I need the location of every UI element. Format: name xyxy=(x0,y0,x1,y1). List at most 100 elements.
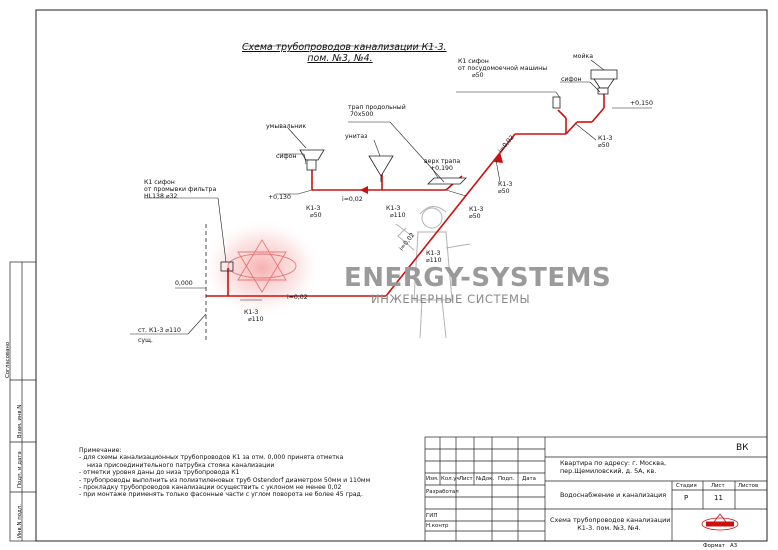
notes-item: - для схемы канализационных трубопроводо… xyxy=(79,454,344,462)
watermark-emblem xyxy=(227,239,297,293)
watermark-title: ENERGY-SYSTEMS xyxy=(344,263,612,293)
washbasin-icon xyxy=(299,149,325,161)
label-k1-3-50-right: К1-3 ⌀50 xyxy=(598,135,613,149)
label-line: ⌀110 xyxy=(248,316,264,323)
label-siphon-washbasin: сифон xyxy=(276,153,297,160)
tb-col-list: Лист xyxy=(459,476,473,482)
label-k1-3-110-upper: К1-3 ⌀110 xyxy=(386,205,406,219)
notes-item: - отметки уровня даны до низа трубопрово… xyxy=(79,469,240,477)
label-line: К1-3 xyxy=(386,205,401,212)
tb-code: ВК xyxy=(736,443,749,453)
label-line: К1-3 xyxy=(598,135,613,142)
label-line: ⌀50 xyxy=(598,142,610,149)
label-line: +0,190 xyxy=(430,165,453,172)
watermark-glow xyxy=(200,218,324,318)
label-line: ⌀50 xyxy=(469,213,481,220)
tb-col-data: Дата xyxy=(522,476,536,482)
label-line: К1-3 xyxy=(244,309,259,316)
side-stamp xyxy=(9,261,37,542)
label-line: К1 сифон xyxy=(458,58,489,65)
label-line: К1-3 xyxy=(306,205,321,212)
notes-item: низа присоединительного патрубка стояка … xyxy=(87,461,275,469)
floor-drain-icon xyxy=(427,177,467,185)
label-k1-3-50-left: К1-3 ⌀50 xyxy=(306,205,322,219)
label-line: К1-3 xyxy=(469,206,484,213)
company-logo xyxy=(701,513,739,531)
pipe-network xyxy=(206,94,605,297)
label-slope-002-bottom: i=0,02 xyxy=(287,294,308,301)
tb-col-ndok: №Док. xyxy=(476,476,495,482)
notes-item: - трубопроводы выполнить из полиэтиленов… xyxy=(79,476,371,484)
label-line: HL138 ⌀32 xyxy=(144,193,178,200)
label-toilet: унитаз xyxy=(345,133,368,140)
watermark-subtitle: ИНЖЕНЕРНЫЕ СИСТЕМЫ xyxy=(371,292,531,306)
label-line: сущ. xyxy=(138,337,153,344)
tb-drawing-title: Схема трубопроводов канализации К1-3. по… xyxy=(550,516,671,532)
label-line: ⌀110 xyxy=(390,212,406,219)
label-level-0000: 0,000 xyxy=(175,280,193,287)
label-k1-3-50-mid: К1-3 ⌀50 xyxy=(498,181,513,195)
label-line: верх трапа xyxy=(424,158,461,165)
label-line: 70х500 xyxy=(350,111,374,118)
label-line: трап продольный xyxy=(348,104,406,111)
label-k1-siphon-filter: К1 сифон от промывки фильтра HL138 ⌀32 xyxy=(144,179,216,200)
leader-lines xyxy=(130,45,652,335)
tb-address: Квартира по адресу: г. Москва, пер.Щемил… xyxy=(560,459,666,475)
label-line: ⌀50 xyxy=(472,72,484,79)
notes-item: - прокладку трубопроводов канализации ос… xyxy=(79,484,342,492)
label-line: ⌀50 xyxy=(498,188,510,195)
drawing-title-line-2: пом. №3, №4. xyxy=(307,53,373,64)
tb-col-izm: Изм. xyxy=(426,476,439,482)
label-k1-3-110-bottom: К1-3 ⌀110 xyxy=(244,309,264,323)
label-line: К1-3 xyxy=(426,250,441,257)
label-trap-top: верх трапа +0,190 xyxy=(424,158,460,172)
label-line: ⌀50 xyxy=(310,212,322,219)
label-riser: ст. К1-3 ⌀110 сущ. xyxy=(138,327,181,344)
label-level-0130: +0,130 xyxy=(268,194,291,201)
tb-section: Водоснабжение и канализация xyxy=(560,491,667,499)
dishwasher-siphon-icon xyxy=(552,96,561,109)
tb-drawing-title-line: Схема трубопроводов канализации xyxy=(550,516,671,524)
label-slope-002-top: i=0,02 xyxy=(342,196,363,203)
filter-siphon-icon xyxy=(220,261,234,272)
label-floor-drain: трап продольный 70х500 xyxy=(348,104,406,118)
label-k1-3-110-diag: К1-3 ⌀110 xyxy=(426,250,442,264)
tb-role-developer: Разработал xyxy=(426,489,459,495)
label-line: К1 сифон xyxy=(144,179,175,186)
drawing-title: Схема трубопроводов канализации К1-3. по… xyxy=(242,42,447,64)
label-line: ст. К1-3 ⌀110 xyxy=(138,327,181,334)
tb-format-label: Формат xyxy=(703,543,725,549)
tb-sheet-header: Лист xyxy=(711,483,725,489)
toilet-icon xyxy=(368,155,394,177)
side-stamp-inv: Инв.N подл. xyxy=(17,504,23,538)
label-line: К1-3 xyxy=(498,181,513,188)
tb-address-line: Квартира по адресу: г. Москва, xyxy=(560,459,667,467)
tb-drawing-title-line: К1-3. пом. №3, №4. xyxy=(577,524,641,532)
notes-block: Примечание: - для схемы канализационных … xyxy=(79,447,370,499)
label-line: ⌀110 xyxy=(426,257,442,264)
label-washbasin: умывальник xyxy=(266,123,307,130)
label-line: от посудомоечной машины xyxy=(458,65,548,72)
tb-stage: Р xyxy=(684,494,689,502)
side-stamp-replaces: Взам. инв.N xyxy=(17,404,23,438)
label-siphon-sink: сифон xyxy=(561,76,582,83)
sink-icon xyxy=(590,69,618,80)
tb-address-line: пер.Щемиловский, д. 5А, кв. xyxy=(560,467,657,475)
side-stamp-agreed: Согласовано xyxy=(5,341,11,378)
flow-arrow xyxy=(360,186,368,194)
label-line: от промывки фильтра xyxy=(144,186,217,193)
label-level-0150: +0,150 xyxy=(630,100,653,107)
tb-sheets-header: Листов xyxy=(738,483,759,489)
label-sink: мойка xyxy=(573,53,594,60)
drawing-title-line-1: Схема трубопроводов канализации К1-3. xyxy=(242,42,447,53)
notes-heading: Примечание: xyxy=(79,447,122,454)
tb-col-podp: Подп. xyxy=(498,476,515,482)
tb-stage-header: Стадия xyxy=(676,483,697,489)
label-k1-siphon-dishwasher: К1 сифон от посудомоечной машины ⌀50 xyxy=(458,58,547,79)
tb-role-normcontrol: Н.контр xyxy=(426,523,449,529)
side-stamp-sign-date: Подп. и дата xyxy=(17,451,23,488)
tb-col-kolych: Кол.уч xyxy=(441,476,460,482)
tb-sheet: 11 xyxy=(714,494,723,502)
tb-format: А3 xyxy=(730,543,738,549)
